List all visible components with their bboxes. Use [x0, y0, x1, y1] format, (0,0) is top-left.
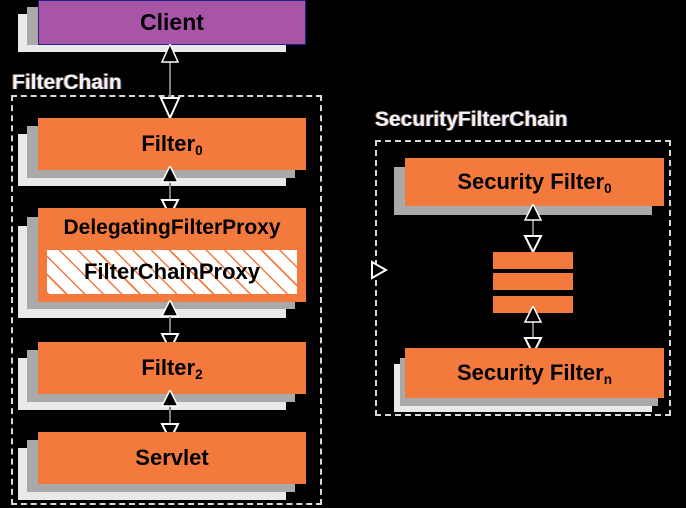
servlet-face[interactable]: Servlet [38, 432, 306, 484]
delegating-filter-proxy-label: DelegatingFilterProxy [63, 215, 281, 239]
filter0-label: Filter0 [141, 131, 203, 159]
node-servlet[interactable]: Servlet [18, 432, 306, 502]
ellipsis-bar-2 [493, 273, 573, 290]
arrow-securityfilter0-bars [520, 204, 546, 254]
filter2-face[interactable]: Filter2 [38, 342, 306, 394]
client-face[interactable]: Client [38, 0, 306, 45]
group-filter-chain [11, 95, 322, 505]
ellipsis-bars-group [493, 252, 573, 314]
security-filtern-subscript: n [603, 372, 613, 388]
arrow-bars-securityfiltern [520, 306, 546, 356]
group-security-filter-chain-caption: SecurityFilterChain [375, 108, 568, 131]
security-filtern-face[interactable]: Security Filtern [405, 348, 664, 398]
arrow-filter0-client [157, 44, 183, 120]
filter2-label: Filter2 [141, 355, 203, 383]
node-security-filter-n[interactable]: Security Filtern [394, 348, 664, 414]
ellipsis-bar-1 [493, 252, 573, 269]
security-filter0-subscript: 0 [604, 181, 612, 197]
group-filter-chain-caption: FilterChain [12, 71, 122, 94]
servlet-label: Servlet [135, 445, 209, 470]
filter-chain-proxy-label: FilterChainProxy [83, 259, 261, 284]
client-label: Client [140, 9, 204, 35]
delegating-filter-proxy-face[interactable]: DelegatingFilterProxy FilterChainProxy [38, 208, 306, 302]
node-delegating-filter-proxy[interactable]: DelegatingFilterProxy FilterChainProxy [18, 208, 306, 320]
security-filter0-face[interactable]: Security Filter0 [405, 158, 664, 206]
filter-chain-proxy-box[interactable]: FilterChainProxy [45, 248, 299, 296]
group-security-filter-chain [375, 140, 671, 416]
security-filter0-label: Security Filter0 [457, 169, 612, 197]
arrow-filterchain-to-securityfilterchain [366, 258, 390, 282]
node-security-filter-0[interactable]: Security Filter0 [394, 158, 664, 218]
filter2-subscript: 2 [195, 367, 203, 383]
node-filter-2[interactable]: Filter2 [18, 342, 306, 412]
filter0-subscript: 0 [195, 143, 203, 159]
filter0-face[interactable]: Filter0 [38, 118, 306, 170]
node-client[interactable]: Client [18, 0, 306, 52]
ellipsis-bar-3 [493, 296, 573, 313]
arrow-proxy-filter0 [157, 166, 183, 218]
security-filtern-label: Security Filtern [456, 360, 613, 388]
node-filter-0[interactable]: Filter0 [18, 118, 306, 188]
